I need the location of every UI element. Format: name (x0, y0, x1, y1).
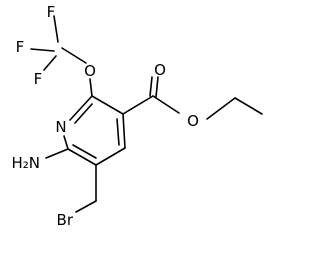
bond-co-double-b (155, 76, 159, 98)
bond-lines (30, 15, 263, 213)
bond-c-amine (45, 148, 69, 159)
oxygen-ester: O (187, 112, 199, 130)
atom-labels: F F F O N O O H₂N Br (11, 3, 198, 229)
bond-ring-1 (91, 95, 124, 115)
bond-o-ethyl (206, 97, 236, 120)
bond-cf-left (30, 48, 55, 52)
bond-ring-5 (63, 135, 69, 150)
bond-ring-6-inner (74, 103, 93, 124)
bond-ring-6 (69, 95, 93, 121)
nitrogen-ring: N (55, 118, 66, 136)
fluorine-left: F (16, 38, 25, 56)
oxygen-carbonyl: O (154, 61, 166, 79)
bond-c-o-ester (152, 95, 180, 114)
fluorine-mid: F (34, 70, 43, 88)
molecule-canvas: F F F O N O O H₂N Br (11, 3, 263, 229)
bond-c-o-ether (61, 47, 87, 64)
bond-ring-3 (95, 147, 126, 166)
bond-ch2-br (75, 200, 97, 213)
bond-ring-4 (67, 148, 97, 166)
bromine-atom: Br (57, 211, 74, 229)
bond-ring-2-inner (116, 118, 120, 146)
structure-svg: F F F O N O O H₂N Br (11, 3, 263, 229)
bond-ring-2 (122, 113, 126, 149)
oxygen-ether: O (84, 62, 96, 80)
bond-ring-carbonyl (122, 95, 154, 115)
bond-o-ring (89, 78, 93, 97)
amino-group: H₂N (11, 154, 40, 172)
bond-ethyl (234, 97, 263, 115)
fluorine-top: F (47, 3, 56, 21)
bond-ring-4-inner (72, 144, 97, 159)
bond-cf-mid (43, 55, 57, 71)
bond-co-double-a (149, 76, 153, 97)
bond-cf-top (53, 15, 59, 43)
